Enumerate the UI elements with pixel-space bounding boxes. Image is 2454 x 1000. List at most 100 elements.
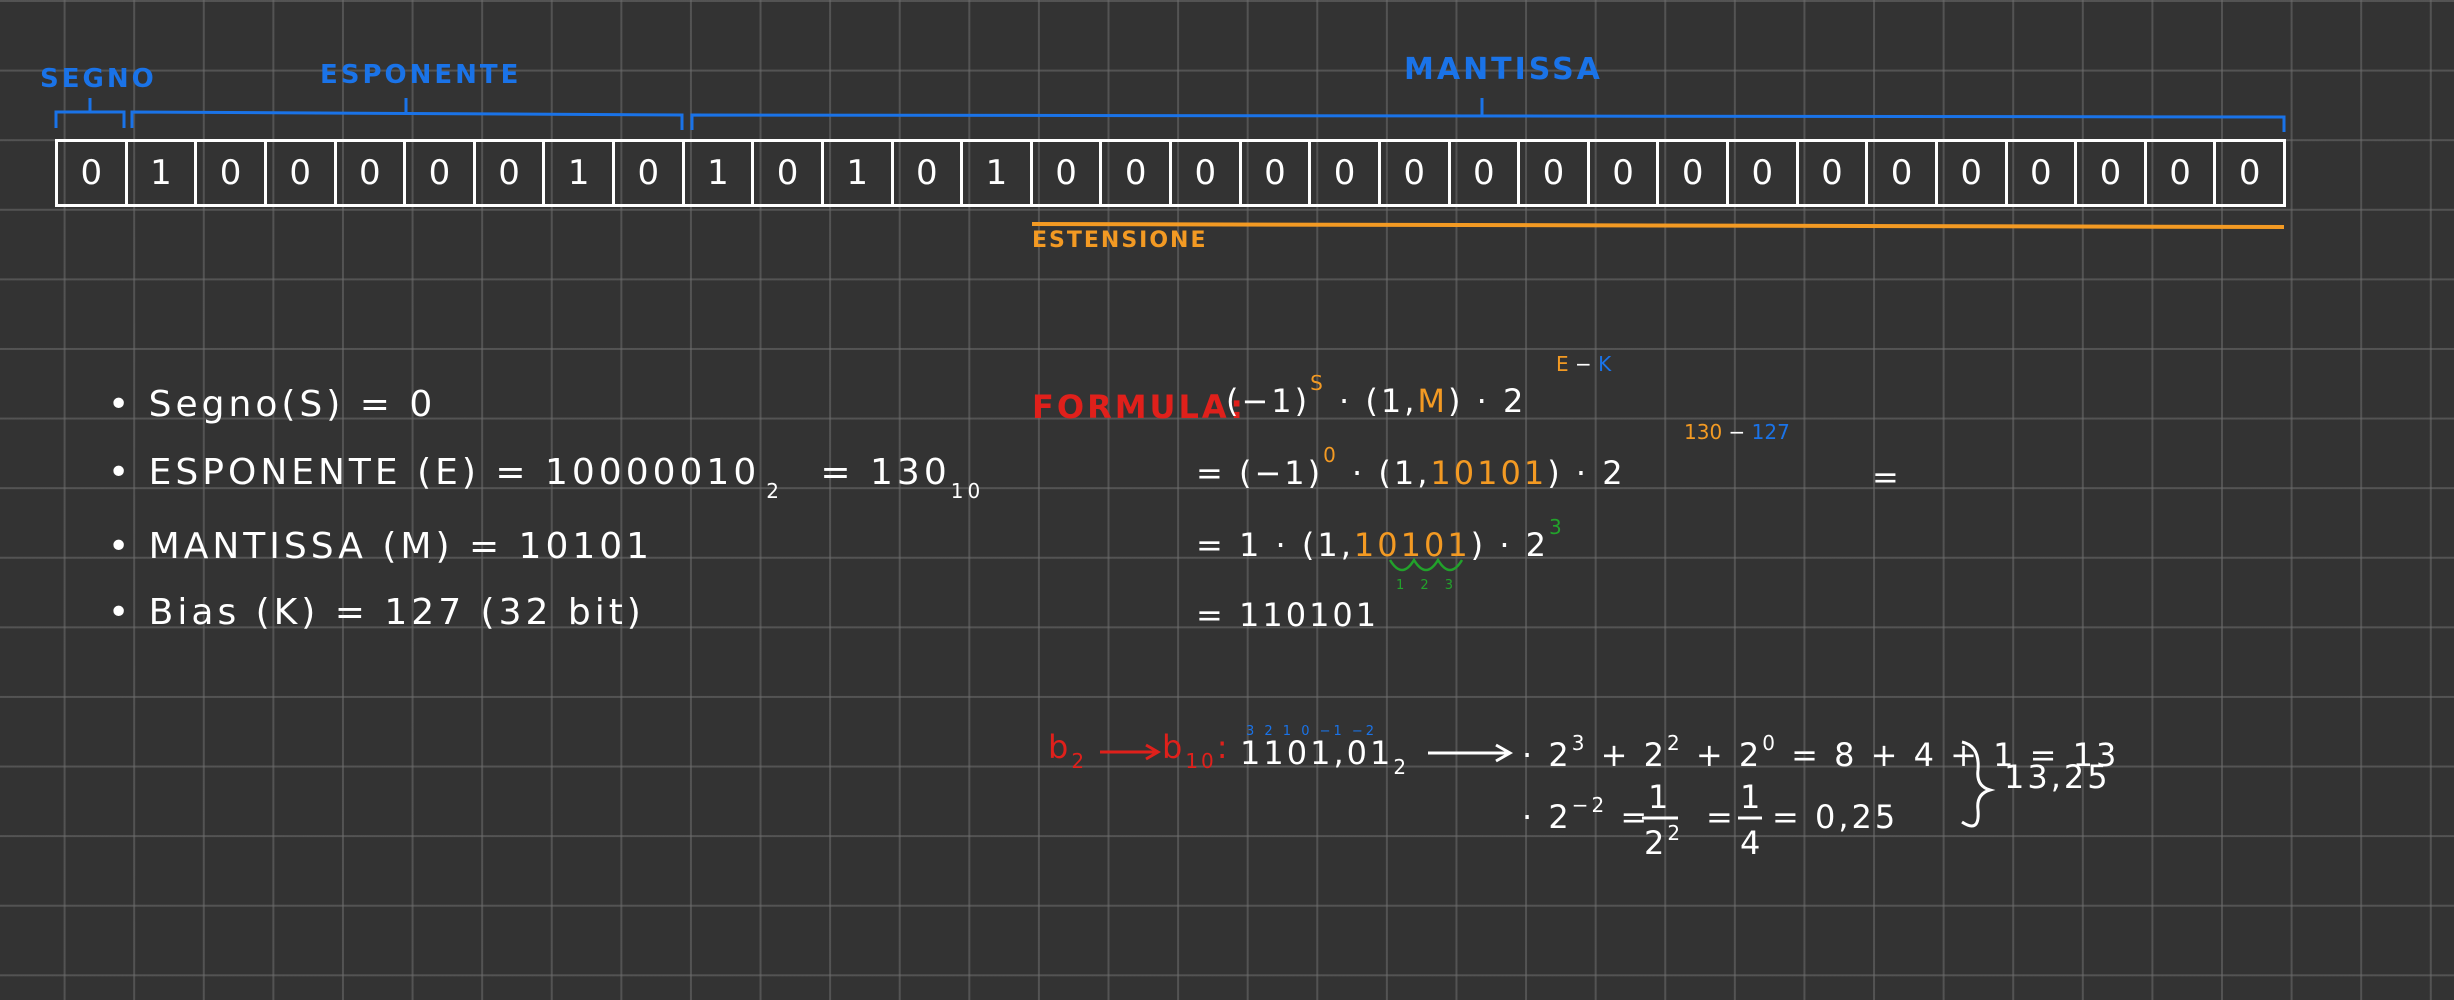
esponente-decimal: = 130 [820, 452, 951, 493]
sup-k: K [1598, 352, 1612, 376]
m-symbol: M [1417, 382, 1448, 420]
bit-cell: 0 [267, 142, 337, 204]
bit-positions: 3 2 1 0 −1 −2 [1246, 724, 1378, 739]
bit-cell: 0 [1172, 142, 1242, 204]
mantissa-note: • MANTISSA (M) = 10101 [108, 526, 654, 567]
green-arcs [1388, 557, 1464, 572]
one-comma: · (1, [1339, 382, 1418, 420]
formula-line-1-exponent: E − K [1556, 352, 1611, 376]
minus-one: (−1) [1226, 382, 1311, 420]
b2-letter: b [1048, 728, 1072, 766]
white-arrow [1428, 743, 1514, 763]
sup-minus: − [1575, 352, 1592, 376]
formula-line-2-eq: = [1872, 458, 1902, 496]
esponente-base10: 10 [950, 479, 985, 503]
bit-cell: 0 [2238, 153, 2261, 193]
line3-times-two: ) · 2 [1470, 526, 1550, 564]
bit-cell: 0 [1381, 142, 1451, 204]
bit-cell: 0 [58, 142, 128, 204]
formula-line-1: (−1)S · (1,M) · 2 [1226, 371, 1526, 420]
line2-start: = (−1) [1196, 454, 1324, 492]
bias-note: • Bias (K) = 127 (32 bit) [108, 592, 645, 633]
b10-label: b10: [1162, 728, 1231, 773]
bit-cell: 0 [406, 142, 476, 204]
bit-cell: 1 [545, 142, 615, 204]
row2-eq1: = [1620, 798, 1651, 836]
row1-e2: 2 [1666, 731, 1683, 755]
esponente-bracket [130, 110, 684, 130]
b10-letter: b [1162, 728, 1186, 766]
bit-cell: 0 [2077, 142, 2147, 204]
bit-cell: 0 [1451, 142, 1521, 204]
bit-cell: 0 [2008, 142, 2078, 204]
line2-one: · (1, [1352, 454, 1431, 492]
formula-line-2-exponent: 130 − 127 [1684, 420, 1790, 444]
bit-cell: 1 [685, 142, 755, 204]
line2-times-two: ) · 2 [1547, 454, 1626, 492]
frac2-num: 1 [1740, 778, 1764, 816]
b2-label: b2 [1048, 728, 1087, 773]
line2-sup0: 0 [1323, 443, 1339, 467]
esponente-binary: • ESPONENTE (E) = 10000010 [108, 452, 761, 493]
frac1-den-base: 2 [1644, 824, 1668, 862]
bit-cell: 0 [1033, 142, 1103, 204]
bit-cell: 1 [963, 142, 1033, 204]
segno-label: SEGNO [40, 64, 157, 94]
frac1-den: 22 [1644, 821, 1683, 862]
row1-e3: 3 [1571, 731, 1588, 755]
b2-sub: 2 [1071, 749, 1088, 773]
sup-127: 127 [1751, 420, 1790, 444]
bit-cell: 0 [615, 142, 685, 204]
bit-cell: 0 [1590, 142, 1660, 204]
bit-cell: 0 [894, 142, 964, 204]
bit-cell: 0 [197, 142, 267, 204]
mantissa-label: MANTISSA [1404, 52, 1603, 87]
binary-number-sub: 2 [1393, 755, 1410, 779]
bit-cell: 0 [754, 142, 824, 204]
formula-line-4: = 110101 [1196, 596, 1380, 634]
row1-plus-two-b: + 2 [1695, 736, 1763, 774]
b10-sub: 10 [1185, 749, 1217, 773]
integer-part-row: · 23 + 22 + 20 = 8 + 4 + 1 = 13 [1522, 731, 2120, 774]
esponente-label: ESPONENTE [320, 60, 522, 90]
esponente-base2: 2 [766, 479, 783, 503]
bit-cell: 0 [1102, 142, 1172, 204]
line3-sup3: 3 [1549, 515, 1565, 539]
estensione-line [1031, 222, 2285, 229]
line3-marks: 1 2 3 [1396, 578, 1460, 593]
frac2-den: 4 [1740, 824, 1764, 862]
bit-cell: 0 [1868, 142, 1938, 204]
red-arrow [1100, 743, 1161, 761]
bit-cell: 0 [1242, 142, 1312, 204]
segno-note: • Segno(S) = 0 [108, 384, 437, 425]
sup-minus-2: − [1728, 420, 1746, 444]
binary-number-value: 1101,01 [1240, 734, 1394, 772]
formula-label: FORMULA: [1032, 388, 1247, 426]
line3-mantissa: 10101 [1353, 526, 1471, 564]
line2-mantissa: 10101 [1430, 454, 1548, 492]
bit-cell: 0 [337, 142, 407, 204]
sup-s: S [1310, 371, 1326, 395]
estensione-label: ESTENSIONE [1032, 228, 1208, 253]
final-result: 13,25 [2004, 758, 2111, 796]
bit-cell: 0 [1659, 142, 1729, 204]
bit-cell: 0 [1938, 142, 2008, 204]
bit-cell: 1 [824, 142, 894, 204]
formula-line-3: = 1 · (1,10101) · 23 [1196, 515, 1565, 564]
formula-line-2: = (−1)0 · (1,10101) · 2 [1196, 443, 1626, 492]
binary-number: 1101,012 [1240, 734, 1409, 779]
row1-sum: = 8 + 4 + 1 = 13 [1791, 736, 2120, 774]
bit-cell: 0 [2147, 142, 2217, 204]
mantissa-bracket [690, 113, 2286, 132]
line3-start: = 1 · (1, [1196, 526, 1354, 564]
sup-e: E [1556, 352, 1569, 376]
bit-cell: 0 [1799, 142, 1869, 204]
sup-130: 130 [1684, 420, 1723, 444]
row2-two: · 2 [1522, 798, 1572, 836]
row1-plus-two-a: + 2 [1600, 736, 1667, 774]
row2-result: = 0,25 [1772, 798, 1899, 836]
row2-exp: −2 [1571, 793, 1608, 817]
